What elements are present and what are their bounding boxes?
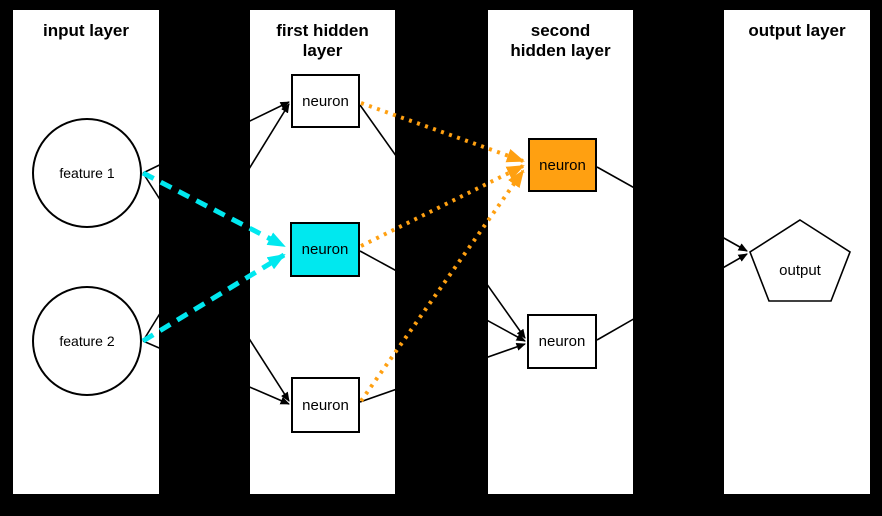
node-hidden1-top: neuron — [291, 74, 360, 128]
title-line: layer — [302, 41, 343, 60]
node-label: feature 2 — [59, 333, 115, 349]
node-label: neuron — [539, 156, 586, 174]
title-line: first hidden — [276, 21, 369, 40]
output-layer-title: output layer — [724, 10, 870, 41]
title-line: second — [530, 21, 591, 40]
title-line: output layer — [748, 21, 846, 40]
output-node-label: output — [779, 262, 821, 279]
node-label: neuron — [302, 92, 349, 110]
node-label: neuron — [538, 333, 586, 350]
node-hidden2-top-highlighted-orange: neuron — [528, 138, 597, 192]
node-hidden1-mid-highlighted-cyan: neuron — [290, 222, 360, 277]
node-label: feature 1 — [59, 165, 115, 181]
second-hidden-layer-column: second hidden layer — [488, 10, 633, 494]
input-layer-title: input layer — [13, 10, 159, 41]
node-hidden2-bot: neuron — [527, 314, 597, 369]
input-layer-column: input layer — [13, 10, 159, 494]
output-layer-column: output layer — [724, 10, 870, 494]
title-line: input layer — [43, 21, 129, 40]
node-feature2: feature 2 — [32, 286, 142, 396]
title-line: hidden layer — [510, 41, 611, 60]
node-label: neuron — [301, 241, 349, 258]
node-label: neuron — [302, 396, 349, 414]
node-hidden1-bot: neuron — [291, 377, 360, 433]
second-hidden-layer-title: second hidden layer — [488, 10, 633, 61]
node-feature1: feature 1 — [32, 118, 142, 228]
first-hidden-layer-title: first hidden layer — [250, 10, 395, 61]
